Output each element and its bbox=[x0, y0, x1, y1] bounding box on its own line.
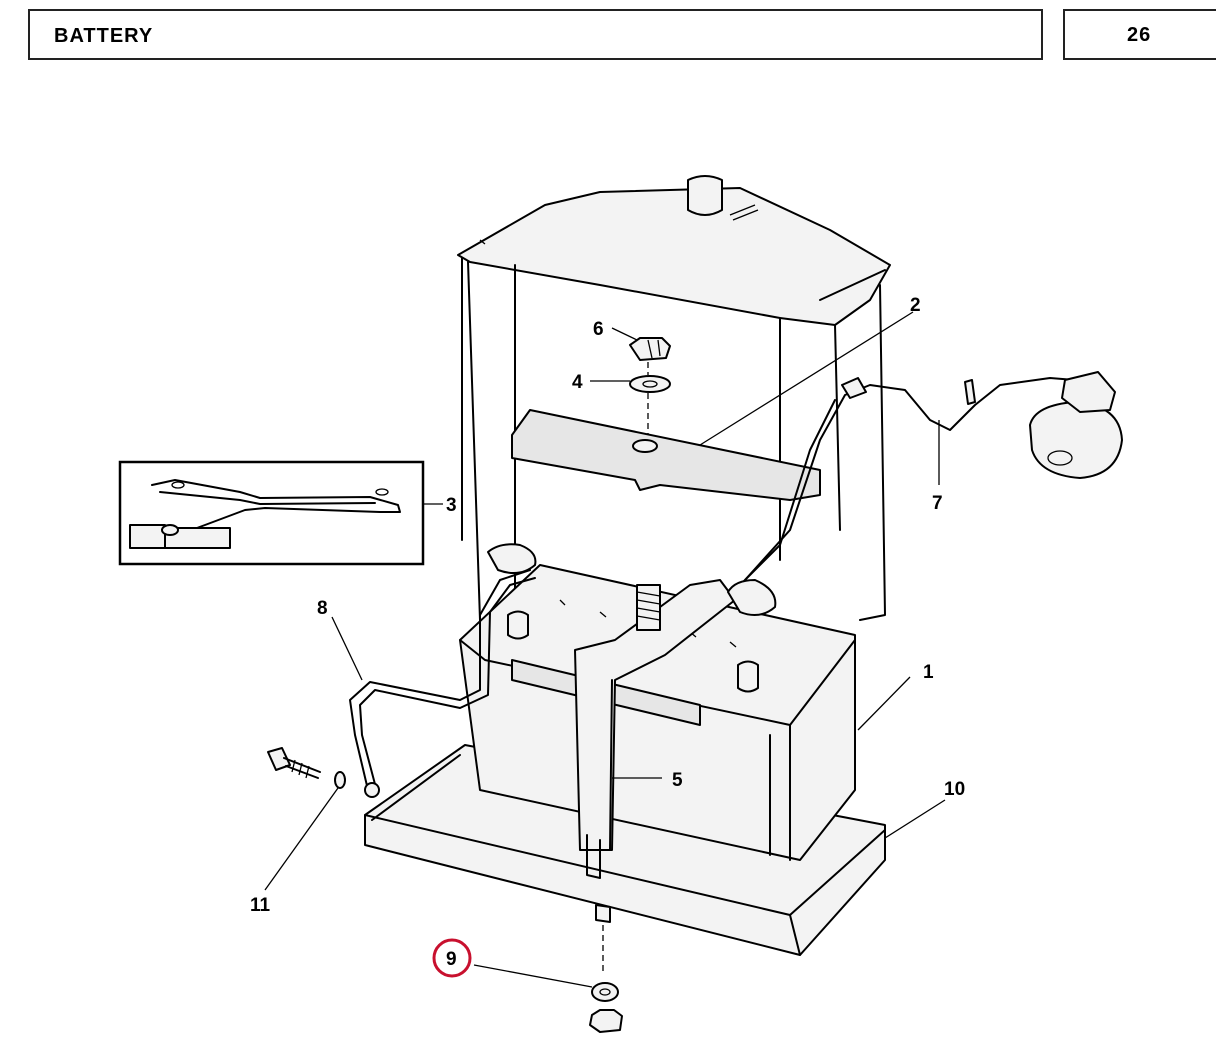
callout-11: 11 bbox=[250, 895, 271, 916]
highlight-circle-callout-9 bbox=[432, 938, 472, 978]
hold-down-bar bbox=[511, 409, 821, 501]
washer-4 bbox=[629, 375, 671, 393]
callout-8: 8 bbox=[317, 598, 328, 619]
page-number: 26 bbox=[1127, 24, 1152, 46]
clamp-strap bbox=[574, 579, 736, 879]
radiator bbox=[457, 175, 891, 621]
inset-detail-3 bbox=[118, 460, 425, 566]
callout-7: 7 bbox=[932, 493, 943, 514]
cable-7 bbox=[727, 371, 1123, 617]
cable-8 bbox=[349, 543, 537, 798]
title-box: BATTERY bbox=[28, 9, 1043, 60]
callout-1: 1 bbox=[923, 662, 934, 683]
page-title: BATTERY bbox=[54, 25, 154, 47]
bolt-11 bbox=[267, 747, 346, 789]
callout-5: 5 bbox=[672, 770, 683, 791]
tray-stud bbox=[595, 904, 611, 975]
washer-9 bbox=[591, 982, 619, 1002]
leader-lines bbox=[264, 311, 946, 988]
callout-9: 9 bbox=[446, 949, 457, 970]
battery-tray bbox=[364, 744, 886, 956]
terminal-posts bbox=[507, 610, 759, 693]
page-number-box: 26 bbox=[1063, 9, 1216, 60]
callout-2: 2 bbox=[910, 295, 921, 316]
callout-labels: 1 2 3 4 5 6 7 8 9 10 11 bbox=[250, 295, 965, 970]
nut-9 bbox=[589, 1009, 623, 1033]
callout-6: 6 bbox=[593, 319, 604, 340]
callout-3: 3 bbox=[446, 495, 457, 516]
callout-4: 4 bbox=[572, 372, 583, 393]
callout-10: 10 bbox=[944, 779, 965, 800]
nut-6 bbox=[629, 337, 671, 361]
